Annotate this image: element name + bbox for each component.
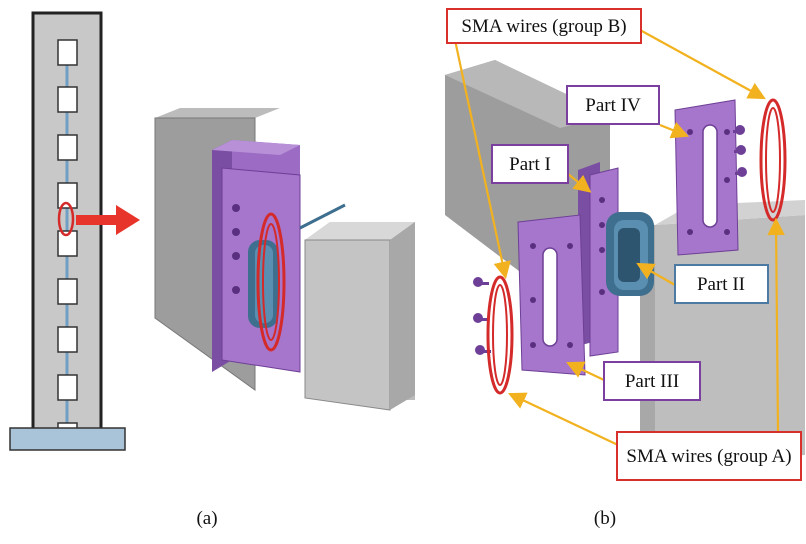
caption-b: (b) xyxy=(594,508,616,529)
part3-plate xyxy=(517,214,586,376)
part1-plates xyxy=(578,162,619,357)
label-part1-text: Part I xyxy=(509,154,551,175)
part4-plate xyxy=(674,99,739,256)
label-part4: Part IV xyxy=(566,85,660,125)
assembled-joint xyxy=(154,108,415,411)
leader-arrows xyxy=(453,29,785,446)
part2-hinge xyxy=(606,212,654,296)
label-part1: Part I xyxy=(491,144,569,184)
label-part2-text: Part II xyxy=(697,274,745,295)
bolts-group-b xyxy=(733,125,747,177)
label-part3: Part III xyxy=(603,361,701,401)
label-part3-text: Part III xyxy=(625,371,679,392)
label-part4-text: Part IV xyxy=(585,95,641,116)
label-sma-group-a-text: SMA wires (group A) xyxy=(626,446,791,467)
caption-a: (a) xyxy=(196,508,217,529)
label-sma-group-b: SMA wires (group B) xyxy=(446,8,642,44)
column-base xyxy=(9,427,126,451)
label-sma-group-a: SMA wires (group A) xyxy=(616,431,802,481)
detail-arrow xyxy=(76,205,140,235)
sma-wire-loop-a xyxy=(486,275,514,395)
label-part2: Part II xyxy=(674,264,769,304)
label-sma-group-b-text: SMA wires (group B) xyxy=(461,16,626,37)
joint-highlight-ring xyxy=(57,201,75,237)
